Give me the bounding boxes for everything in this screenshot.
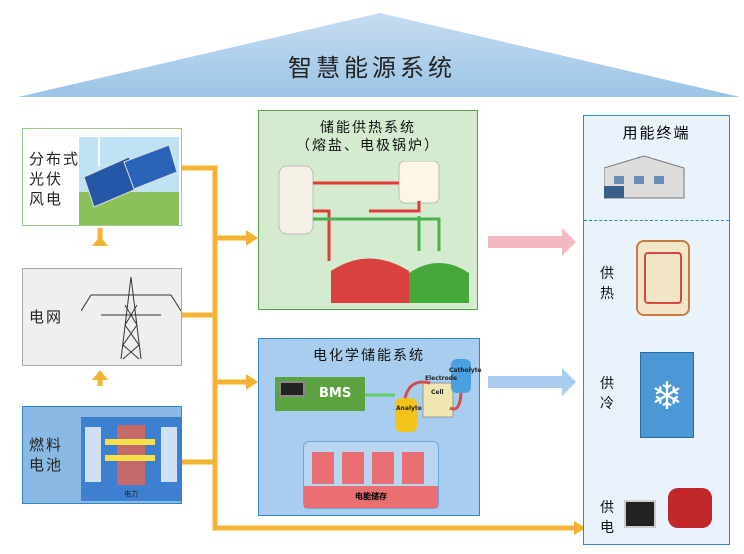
cold-tank-icon: [409, 263, 469, 303]
fuel-cell-output-label: 电力: [124, 490, 138, 498]
arrow-to-thermal: [246, 230, 258, 246]
fuel-cell-icon: 电力: [81, 417, 181, 501]
solar-panel-icon: [79, 137, 179, 225]
bms-unit: BMS: [275, 377, 365, 411]
bms-label: BMS: [319, 386, 352, 401]
air-compressor-icon: [668, 488, 712, 528]
heater-icon: [636, 240, 690, 316]
source-grid: 电网: [22, 268, 182, 366]
thermal-title: 储能供热系统: [320, 120, 416, 136]
snowflake-icon: ❄: [640, 352, 694, 438]
cool-supply-label: 供 冷: [600, 376, 614, 412]
arrow-grid-to-solar: [92, 236, 108, 246]
analyte-label: Analyte: [396, 405, 422, 412]
arrow-to-chem: [246, 374, 258, 390]
arrow-fuel-to-grid: [92, 370, 108, 380]
cool-supply-arrow: [488, 368, 576, 396]
thermal-illustration: [278, 161, 469, 303]
arrow-to-terminal: [574, 521, 586, 535]
roof: [18, 13, 740, 97]
thermal-subtitle: （熔盐、电极锅炉）: [296, 138, 440, 154]
divider: [584, 220, 729, 221]
power-supply-label: 供 电: [600, 500, 614, 536]
energy-flow-lines: [97, 165, 583, 531]
heat-supply-label: 供 热: [600, 266, 614, 302]
electric-boiler-icon: [278, 165, 314, 235]
page-title: 智慧能源系统: [288, 54, 456, 82]
chem-title: 电化学储能系统: [313, 348, 425, 364]
source-label: 燃料 电池: [29, 436, 64, 474]
thermal-storage-system: 储能供热系统 （熔盐、电极锅炉）: [258, 110, 478, 310]
catholyte-label: Catholyte: [449, 367, 482, 374]
battery-bank: 电能储存: [303, 441, 439, 509]
source-fuel-cell: 燃料 电池 电力: [22, 406, 182, 504]
cell-label: Cell: [431, 389, 444, 396]
hot-tank-icon: [331, 258, 409, 303]
source-label: 电网: [29, 308, 64, 326]
source-label: 分布式 光伏 风电: [29, 150, 81, 208]
terminal-title: 用能终端: [622, 124, 691, 142]
source-solar-wind: 分布式 光伏 风电: [22, 128, 182, 226]
energy-terminal: 用能终端 供 热 供 冷 ❄ 供 电: [583, 115, 730, 545]
heat-exchanger-icon: [398, 161, 440, 204]
electrode-label: Electrode: [425, 375, 458, 382]
electrochemical-storage-system: 电化学储能系统 BMS Analyte Electrode Cell Catho…: [258, 338, 482, 516]
building-icon: [604, 155, 685, 199]
flow-battery-icon: [365, 359, 471, 432]
power-tower-icon: [81, 276, 181, 360]
storage-label: 电能储存: [304, 486, 438, 508]
heat-supply-arrow: [488, 228, 576, 256]
computer-icon: [624, 500, 656, 528]
